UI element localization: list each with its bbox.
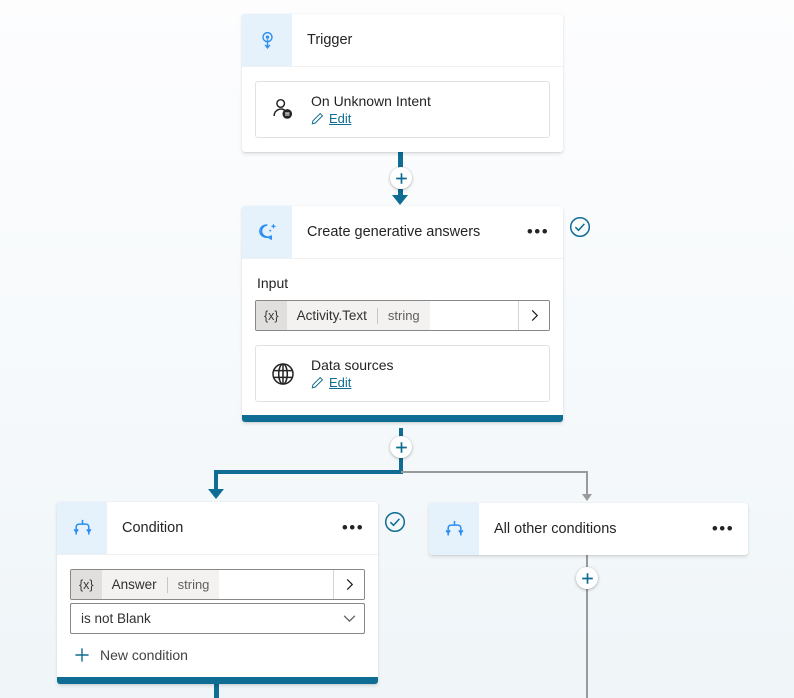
add-node-button-after-generative[interactable]	[390, 436, 412, 458]
connector-condition-outgoing	[214, 683, 219, 698]
condition-icon-box	[57, 502, 107, 554]
condition-more-menu-button[interactable]: •••	[341, 518, 365, 537]
trigger-card-title: On Unknown Intent	[311, 93, 431, 109]
trigger-bolt-icon	[261, 31, 273, 49]
generative-input-expand-button[interactable]	[518, 301, 549, 330]
all-other-conditions-header: All other conditions •••	[429, 503, 748, 555]
plus-icon	[75, 648, 89, 662]
trigger-card-on-unknown-intent[interactable]: On Unknown Intent Edit	[255, 81, 550, 138]
valid-check-icon	[569, 216, 591, 238]
generative-card-title: Data sources	[311, 357, 394, 373]
node-all-other-conditions[interactable]: All other conditions •••	[429, 503, 748, 555]
pencil-icon	[311, 112, 324, 125]
arrowhead-all-other-conditions	[582, 494, 592, 501]
arrowhead-generative	[392, 195, 408, 205]
new-condition-label: New condition	[100, 647, 188, 663]
generative-input-chip: {x} Activity.Text string	[256, 301, 518, 330]
trigger-card-text: On Unknown Intent Edit	[311, 93, 431, 126]
condition-title: Condition	[122, 520, 184, 536]
generative-card-data-sources[interactable]: Data sources Edit	[255, 345, 550, 402]
node-trigger[interactable]: Trigger On Unknown Intent	[242, 14, 563, 152]
arrowhead-condition	[208, 489, 224, 499]
condition-header: Condition •••	[57, 502, 378, 555]
trigger-card-edit-button[interactable]: Edit	[311, 111, 431, 126]
condition-variable-type: string	[177, 577, 210, 592]
node-create-generative-answers[interactable]: Create generative answers ••• Input {x} …	[242, 206, 563, 422]
node-condition[interactable]: Condition ••• {x} Answer string	[57, 502, 378, 684]
add-node-button-after-trigger[interactable]	[390, 167, 412, 189]
condition-body: {x} Answer string is not Blank	[57, 555, 378, 677]
generative-icon-box	[242, 206, 292, 258]
generative-title: Create generative answers	[307, 224, 481, 240]
valid-check-icon	[384, 511, 406, 533]
globe-icon	[268, 361, 298, 387]
chevron-down-icon	[343, 615, 355, 622]
connector-generative-stub	[399, 428, 403, 440]
connector-branch-else-vertical	[586, 471, 588, 496]
variable-spacer	[219, 570, 333, 599]
all-other-conditions-more-menu-button[interactable]: •••	[711, 519, 735, 538]
generative-more-menu-button[interactable]: •••	[526, 222, 550, 241]
condition-operator-value: is not Blank	[81, 611, 151, 626]
generative-input-variable-name: Activity.Text	[296, 308, 367, 323]
trigger-icon-box	[242, 14, 292, 66]
all-other-conditions-title: All other conditions	[494, 521, 617, 537]
connector-generative-stub-lower	[399, 458, 403, 472]
connector-branch-true-horizontal	[214, 470, 403, 474]
plus-icon	[395, 441, 407, 453]
variable-spacer	[429, 301, 518, 330]
chat-sparkle-icon	[258, 222, 276, 240]
branch-icon	[73, 519, 91, 534]
condition-operator-dropdown[interactable]: is not Blank	[70, 603, 365, 634]
generative-input-field[interactable]: {x} Activity.Text string	[255, 300, 550, 331]
plus-icon	[395, 172, 407, 184]
generative-input-label: Input	[257, 275, 289, 291]
condition-status-badge	[384, 511, 406, 533]
variable-token-icon: {x}	[71, 570, 102, 599]
generative-card-text: Data sources Edit	[311, 357, 393, 390]
branch-icon	[445, 520, 463, 535]
generative-input-variable-type: string	[387, 308, 420, 323]
connector-branch-true-vertical	[214, 470, 218, 492]
chevron-right-icon	[531, 310, 538, 321]
connector-all-other-outgoing-bottom	[586, 589, 588, 698]
add-node-button-after-all-other-conditions[interactable]	[576, 567, 598, 589]
variable-divider	[166, 576, 168, 593]
condition-variable-name: Answer	[111, 577, 157, 592]
generative-card-edit-button[interactable]: Edit	[311, 375, 393, 390]
plus-icon	[581, 572, 593, 584]
generative-card-edit-label: Edit	[329, 375, 352, 390]
generative-status-badge	[569, 216, 591, 238]
generative-node-footer-bar	[242, 415, 563, 422]
trigger-header: Trigger	[242, 14, 563, 67]
trigger-card-edit-label: Edit	[329, 111, 352, 126]
condition-variable-expand-button[interactable]	[333, 570, 364, 599]
variable-divider	[376, 307, 378, 324]
pencil-icon	[311, 376, 324, 389]
all-other-conditions-icon-box	[429, 503, 479, 555]
generative-body: Input {x} Activity.Text string	[242, 259, 563, 415]
condition-node-footer-bar	[57, 677, 378, 684]
new-condition-button[interactable]: New condition	[74, 647, 365, 663]
generative-header: Create generative answers •••	[242, 206, 563, 259]
trigger-title: Trigger	[307, 32, 353, 48]
variable-token-icon: {x}	[256, 301, 287, 330]
connector-branch-else-horizontal	[401, 471, 587, 473]
chevron-right-icon	[346, 579, 353, 590]
condition-variable-chip: {x} Answer string	[71, 570, 333, 599]
condition-operator-chevron[interactable]	[334, 614, 364, 623]
trigger-body: On Unknown Intent Edit	[242, 67, 563, 152]
connector-trigger-to-generative	[398, 152, 403, 172]
person-message-icon	[268, 97, 298, 123]
condition-variable-field[interactable]: {x} Answer string	[70, 569, 365, 600]
connector-trigger-to-generative-lower	[398, 189, 403, 197]
connector-all-other-outgoing-top	[586, 553, 588, 569]
